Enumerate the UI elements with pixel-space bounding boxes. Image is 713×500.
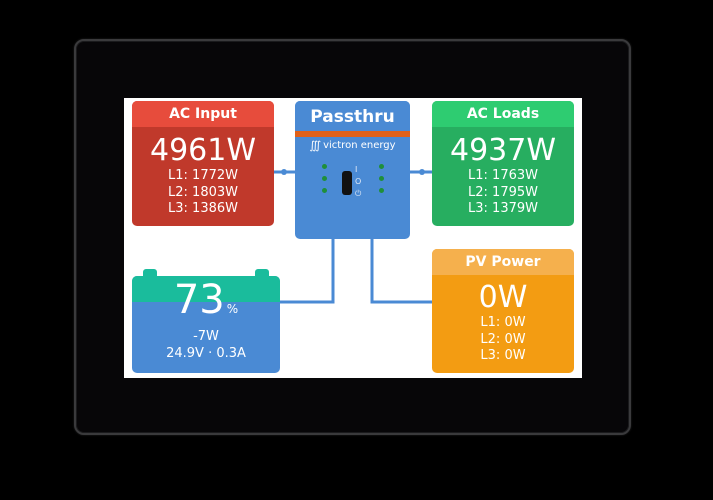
ac-loads-total: 4937W	[449, 133, 556, 168]
led-icon	[379, 176, 384, 181]
ac-input-tile[interactable]: AC Input 4961W L1: 1772W L2: 1803W L3: 1…	[132, 101, 274, 226]
overview-screen: AC Input 4961W L1: 1772W L2: 1803W L3: 1…	[124, 98, 582, 378]
led-icon	[379, 188, 384, 193]
ac-loads-l1: L1: 1763W	[468, 168, 538, 183]
left-led-column	[322, 164, 328, 200]
pv-l3: L3: 0W	[480, 348, 526, 363]
led-icon	[322, 164, 327, 169]
switch-on-symbol: I	[355, 165, 358, 174]
inverter-state: Passthru	[295, 101, 410, 131]
pv-title: PV Power	[432, 249, 574, 275]
battery-soc: 73%	[132, 278, 280, 322]
ac-input-title: AC Input	[132, 101, 274, 127]
ac-loads-tile[interactable]: AC Loads 4937W L1: 1763W L2: 1795W L3: 1…	[432, 101, 574, 226]
battery-terminal-icon	[143, 269, 157, 276]
battery-soc-value: 73	[173, 277, 225, 323]
pv-l1: L1: 0W	[480, 315, 526, 330]
led-icon	[379, 164, 384, 169]
switch-off-symbol: O	[355, 177, 362, 186]
power-switch-icon	[342, 171, 352, 195]
inverter-tile[interactable]: Passthru ∭ victron energy I O ⏻	[295, 101, 410, 239]
ac-input-l1: L1: 1772W	[168, 168, 238, 183]
battery-voltage-current: 24.9V · 0.3A	[166, 345, 246, 361]
battery-power: -7W	[193, 329, 219, 344]
power-standby-icon: ⏻	[355, 189, 362, 198]
pv-l2: L2: 0W	[480, 331, 526, 347]
battery-terminal-icon	[255, 269, 269, 276]
brand-name: victron energy	[323, 140, 396, 151]
battery-tile[interactable]: 73% -7W 24.9V · 0.3A	[132, 276, 280, 373]
led-icon	[322, 176, 327, 181]
pv-power-tile[interactable]: PV Power 0W L1: 0W L2: 0W L3: 0W	[432, 249, 574, 373]
battery-level-bar	[132, 276, 280, 302]
right-led-column	[379, 164, 385, 200]
ac-loads-title: AC Loads	[432, 101, 574, 127]
pv-total: 0W	[478, 280, 528, 315]
led-icon	[322, 188, 327, 193]
ac-loads-l3: L3: 1379W	[468, 201, 538, 216]
battery-soc-unit: %	[226, 302, 239, 316]
victron-logo-icon: ∭	[309, 139, 321, 152]
brand-row: ∭ victron energy	[295, 139, 410, 153]
ac-input-l3: L3: 1386W	[168, 201, 238, 216]
ac-loads-l2: L2: 1795W	[468, 184, 538, 200]
brand-stripe	[295, 131, 410, 137]
ac-input-total: 4961W	[149, 133, 256, 168]
ac-input-l2: L2: 1803W	[168, 184, 238, 200]
